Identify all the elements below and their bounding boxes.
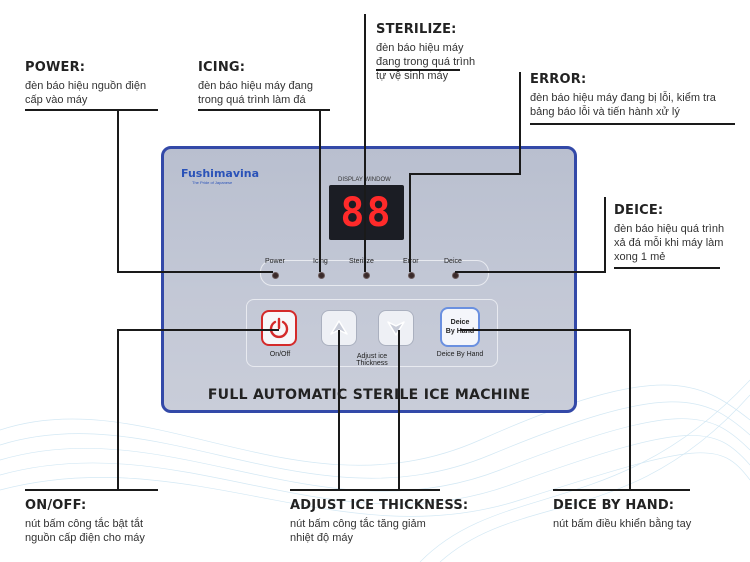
callout-error: ERROR: đèn báo hiệu máy đang bị lỗi, kiể…: [530, 72, 716, 119]
callout-title: ON/OFF:: [25, 498, 87, 513]
callout-title: DEICE BY HAND:: [553, 498, 675, 513]
decrease-thickness-button[interactable]: [378, 310, 414, 346]
desc-line: xong 1 mẻ: [614, 251, 666, 263]
adjust-label-line: Adjust ice: [356, 353, 388, 360]
indicator-label-error: Error: [403, 258, 419, 265]
desc-line: đèn báo hiệu máy: [376, 42, 464, 54]
arrow-up-icon: [330, 320, 348, 335]
callout-desc: đèn báo hiệu máy đang bị lỗi, kiểm tra b…: [530, 91, 716, 119]
desc-line: trong quá trình làm đá: [198, 94, 306, 106]
adjust-ice-thickness-label: Adjust ice Thickness: [344, 353, 400, 367]
callout-deice: DEICE: đèn báo hiệu quá trình xả đá mỗi …: [614, 203, 724, 264]
led-deice: [452, 272, 459, 279]
indicator-label-icing: Icing: [313, 258, 328, 265]
desc-line: nguồn cấp điện cho máy: [25, 532, 145, 544]
callout-title: POWER:: [25, 60, 86, 75]
desc-line: nút bấm điều khiển bằng tay: [553, 518, 692, 530]
led-power: [272, 272, 279, 279]
callout-icing: ICING: đèn báo hiệu máy đang trong quá t…: [198, 60, 313, 107]
callout-desc: đèn báo hiệu quá trình xả đá mỗi khi máy…: [614, 222, 724, 264]
display-window-label: DISPLAY WINDOW: [338, 177, 391, 183]
callout-power: POWER: đèn báo hiệu nguồn điện cấp vào m…: [25, 60, 146, 107]
callout-desc: nút bấm công tắc bật tắt nguồn cấp điện …: [25, 517, 145, 545]
desc-line: đèn báo hiệu máy đang: [198, 80, 313, 92]
indicator-row: [260, 260, 489, 286]
led-sterilize: [363, 272, 370, 279]
desc-line: nhiệt độ máy: [290, 532, 353, 544]
desc-line: đang trong quá trình: [376, 56, 476, 68]
seven-segment-display: 88: [329, 185, 404, 240]
desc-line: đèn báo hiệu máy đang bị lỗi, kiểm tra: [530, 92, 716, 104]
brand-tagline: The Pride of Japanese: [192, 180, 233, 185]
callout-desc: đèn báo hiệu máy đang trong quá trình là…: [198, 79, 313, 107]
callout-desc: nút bấm công tắc tăng giảm nhiệt độ máy: [290, 517, 468, 545]
callout-title: ADJUST ICE THICKNESS:: [290, 498, 469, 513]
desc-line: xả đá mỗi khi máy làm: [614, 237, 724, 249]
indicator-label-deice: Deice: [444, 258, 462, 265]
deice-button-text-2: By Hand: [445, 328, 475, 335]
deice-button-text-1: Deice: [450, 319, 470, 326]
deice-by-hand-button[interactable]: Deice By Hand: [440, 307, 480, 347]
led-error: [408, 272, 415, 279]
indicator-label-power: Power: [265, 258, 285, 265]
adjust-label-line: Thickness: [356, 360, 388, 367]
callout-title: ERROR:: [530, 72, 587, 87]
desc-line: cấp vào máy: [25, 94, 88, 106]
on-off-label: On/Off: [269, 351, 291, 358]
brand-logo: Fushimavina: [181, 167, 260, 180]
callout-title: ICING:: [198, 60, 246, 75]
desc-line: bảng báo lỗi và tiến hành xử lý: [530, 106, 680, 118]
desc-line: đèn báo hiệu nguồn điện: [25, 80, 147, 92]
panel-title: FULL AUTOMATIC STERILE ICE MACHINE: [207, 387, 531, 403]
desc-line: nút bấm công tắc tăng giảm: [290, 518, 426, 530]
callout-desc: đèn báo hiệu nguồn điện cấp vào máy: [25, 79, 146, 107]
increase-thickness-button[interactable]: [321, 310, 357, 346]
arrow-down-icon: [387, 321, 405, 336]
desc-line: tự vệ sinh máy: [376, 70, 449, 82]
callout-desc: nút bấm điều khiển bằng tay: [553, 517, 691, 531]
callout-sterilize: STERILIZE: đèn báo hiệu máy đang trong q…: [376, 22, 475, 83]
callout-onoff: ON/OFF: nút bấm công tắc bật tắt nguồn c…: [25, 498, 145, 545]
callout-adjust-ice-thickness: ADJUST ICE THICKNESS: nút bấm công tắc t…: [290, 498, 468, 545]
callout-deice-by-hand: DEICE BY HAND: nút bấm điều khiển bằng t…: [553, 498, 691, 531]
indicator-label-sterilize: Sterilize: [349, 258, 374, 265]
callout-desc: đèn báo hiệu máy đang trong quá trình tự…: [376, 41, 475, 83]
callout-title: STERILIZE:: [376, 22, 457, 37]
desc-line: đèn báo hiệu quá trình: [614, 223, 725, 235]
on-off-button[interactable]: [261, 310, 297, 346]
power-icon: [269, 317, 289, 339]
control-panel: Fushimavina The Pride of Japanese DISPLA…: [161, 146, 577, 413]
deice-by-hand-label: Deice By Hand: [436, 351, 484, 358]
callout-title: DEICE:: [614, 203, 664, 218]
desc-line: nút bấm công tắc bật tắt: [25, 518, 144, 530]
led-icing: [318, 272, 325, 279]
